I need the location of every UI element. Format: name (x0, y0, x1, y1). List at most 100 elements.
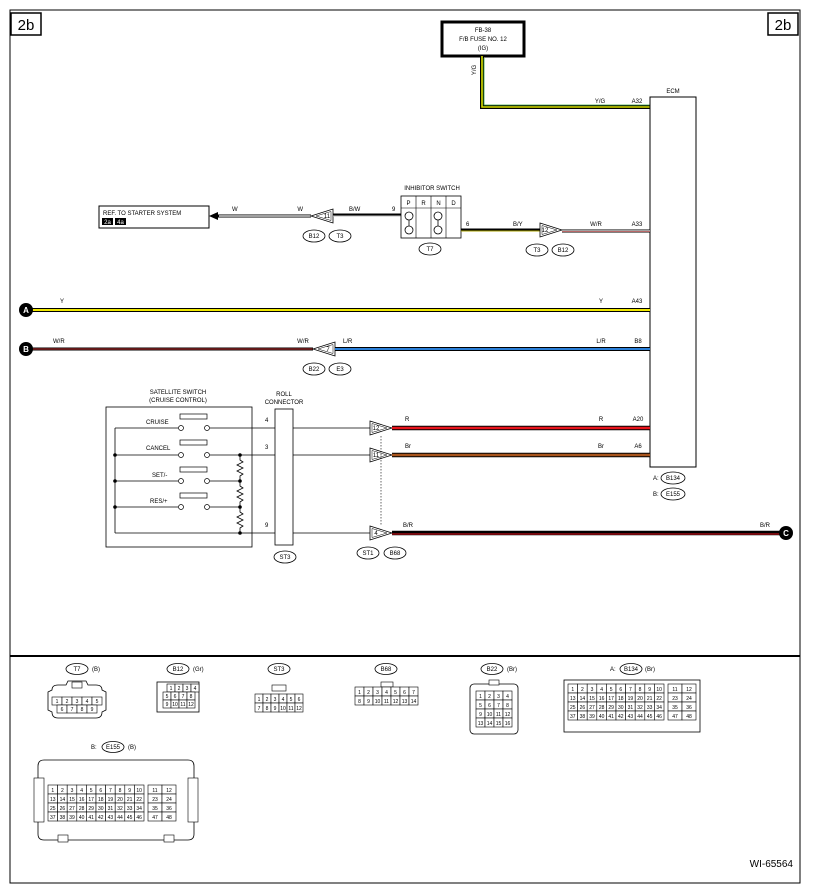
conn-view-b12-color: (Gr) (193, 667, 204, 673)
wire-label-y-left: Y (60, 299, 64, 305)
conn-b22-r1-pin: 5 (479, 703, 482, 709)
conn-st3-r2-pin: 10 (280, 706, 286, 712)
conn-b134-grid-r3-pin: 37 (570, 714, 576, 720)
conn-e155-grid-s2-pin: 35 (152, 806, 158, 812)
wire-yg-core (481, 56, 650, 108)
inhibitor-pos-d: D (451, 201, 456, 207)
conn-b22-r3-pin: 13 (478, 721, 484, 727)
conn-e155-grid-r2-pin: 26 (60, 806, 66, 812)
conn-view-b12-label-text: B12 (173, 667, 184, 673)
connector-label-st3: ST3 (273, 550, 297, 564)
satellite-switch: SATELLITE SWITCH (CRUISE CONTROL) CRUISE… (105, 390, 253, 548)
conn-st3-r2-pin: 9 (274, 706, 277, 712)
ecm-box (649, 96, 697, 468)
svg-text:B: B (23, 345, 29, 354)
wire-label-wr-a33: W/R (590, 222, 602, 228)
conn-b134-grid-r1-pin: 14 (580, 696, 586, 702)
conn-t7-r2-pin: 6 (61, 707, 64, 713)
wire-label-lr-right: L/R (596, 339, 606, 345)
conn-view-st3-label: ST3 (267, 663, 291, 675)
svg-text:11: 11 (324, 214, 331, 220)
conn-b134-grid-r3-pin: 39 (589, 714, 595, 720)
switch-label-cruise: CRUISE (146, 420, 169, 426)
wire-label-lr-left: L/R (343, 339, 353, 345)
conn-b134-grid-r2-pin: 31 (628, 705, 634, 711)
conn-b68-r1-pin: 3 (376, 690, 379, 696)
conn-view-b22-color: (Br) (507, 667, 517, 673)
wire-label-bkr-right: B/R (760, 523, 771, 529)
conn-b134-grid-r3-pin: 40 (599, 714, 605, 720)
conn-b22-r2-pin: 11 (496, 712, 501, 718)
wire-label-by: B/Y (513, 222, 523, 228)
conn-b134-grid-r2-pin: 33 (647, 705, 653, 711)
conn-b134-grid-r1-pin: 22 (656, 696, 662, 702)
conn-b68-r1-pin: 2 (367, 690, 370, 696)
conn-e155-grid-r3-pin: 40 (79, 815, 85, 821)
conn-t7-r1-pin: 1 (56, 699, 59, 705)
conn-e155-grid-r2-pin: 34 (136, 806, 142, 812)
node-a: A (19, 303, 33, 317)
conn-t7-r2-pin: 8 (81, 707, 84, 713)
conn-e155-grid-r3-pin: 44 (117, 815, 123, 821)
conn-view-t7-label-text: T7 (73, 667, 81, 673)
conn-b134-grid-r3-pin: 43 (628, 714, 634, 720)
inhibitor-switch: INHIBITOR SWITCH P R N D (400, 186, 462, 239)
conn-b134-grid-r0-pin: 3 (591, 687, 594, 693)
conn-b68-r1-pin: 4 (385, 690, 388, 696)
conn-e155-grid-r1-pin: 18 (98, 797, 104, 803)
starter-ref-text: REF. TO STARTER SYSTEM (103, 211, 181, 217)
conn-e155-grid-s3-pin: 47 (152, 815, 158, 821)
conn-b22-r0-pin: 4 (506, 694, 509, 700)
conn-e155-grid-r1-pin: 21 (127, 797, 133, 803)
ecm-pin-b8: B8 (634, 339, 642, 345)
satellite-title-1: SATELLITE SWITCH (150, 390, 207, 396)
ecm-pin-a43: A43 (632, 299, 643, 305)
conn-b134-grid-r2-pin: 34 (656, 705, 662, 711)
conn-e155-grid-r0-pin: 5 (90, 788, 93, 794)
node-c: C (779, 526, 793, 540)
conn-e155-grid-r2-pin: 28 (79, 806, 85, 812)
conn-b134-grid-r2-pin: 32 (637, 705, 643, 711)
conn-b68-r1-pin: 6 (403, 690, 406, 696)
conn-t7-r1-pin: 3 (76, 699, 79, 705)
satellite-pin-9: 9 (265, 523, 269, 529)
conn-e155-grid-s0-pin: 11 (152, 788, 157, 794)
conn-b68-r2-pin: 12 (393, 699, 399, 705)
conn-b68-r1-pin: 5 (394, 690, 397, 696)
conn-view-b134-label-text: B134 (624, 667, 639, 673)
conn-b22-r3-pin: 15 (496, 721, 502, 727)
conn-b12-r3-pin: 10 (172, 702, 178, 708)
wire-label-yg: Y/G (595, 99, 606, 105)
conn-e155-grid-r0-pin: 4 (80, 788, 83, 794)
starter-ref-box: REF. TO STARTER SYSTEM 2a 4a (98, 205, 210, 229)
conn-b134-grid-r0-pin: 10 (656, 687, 662, 693)
conn-view-b12-label: B12 (166, 663, 190, 675)
fuse-label-3: (IG) (478, 46, 488, 52)
inhibitor-pos-p: P (406, 201, 410, 207)
conn-view-e155-prefix: B: (91, 745, 97, 751)
inhibitor-pos-n: N (436, 201, 440, 207)
conn-b12-r2-pin: 5 (166, 694, 169, 700)
ecm-title: ECM (666, 89, 679, 95)
wire-label-r-left: R (405, 417, 410, 423)
wire-label-y-right: Y (599, 299, 603, 305)
inhibitor-pin-9: 9 (392, 207, 396, 213)
wire-label-w-left: W (232, 207, 238, 213)
svg-text:B134: B134 (666, 476, 681, 482)
svg-text:T7: T7 (426, 247, 434, 253)
conn-view-b134-color: (Br) (645, 667, 655, 673)
conn-b134-grid-r3-pin: 46 (656, 714, 662, 720)
connector-7: 7 (311, 341, 336, 357)
conn-e155-grid-r3-pin: 38 (60, 815, 66, 821)
conn-st3-r1-pin: 3 (274, 697, 277, 703)
wire-label-wr-left: W/R (53, 339, 65, 345)
conn-b134-grid-r2-pin: 28 (599, 705, 605, 711)
conn-e155-grid-s0-pin: 12 (166, 788, 172, 794)
conn-b134-grid-r1-pin: 20 (637, 696, 643, 702)
svg-text:12: 12 (542, 228, 549, 234)
conn-view-b22-label-text: B22 (487, 667, 498, 673)
conn-t7-r1-pin: 5 (96, 699, 99, 705)
